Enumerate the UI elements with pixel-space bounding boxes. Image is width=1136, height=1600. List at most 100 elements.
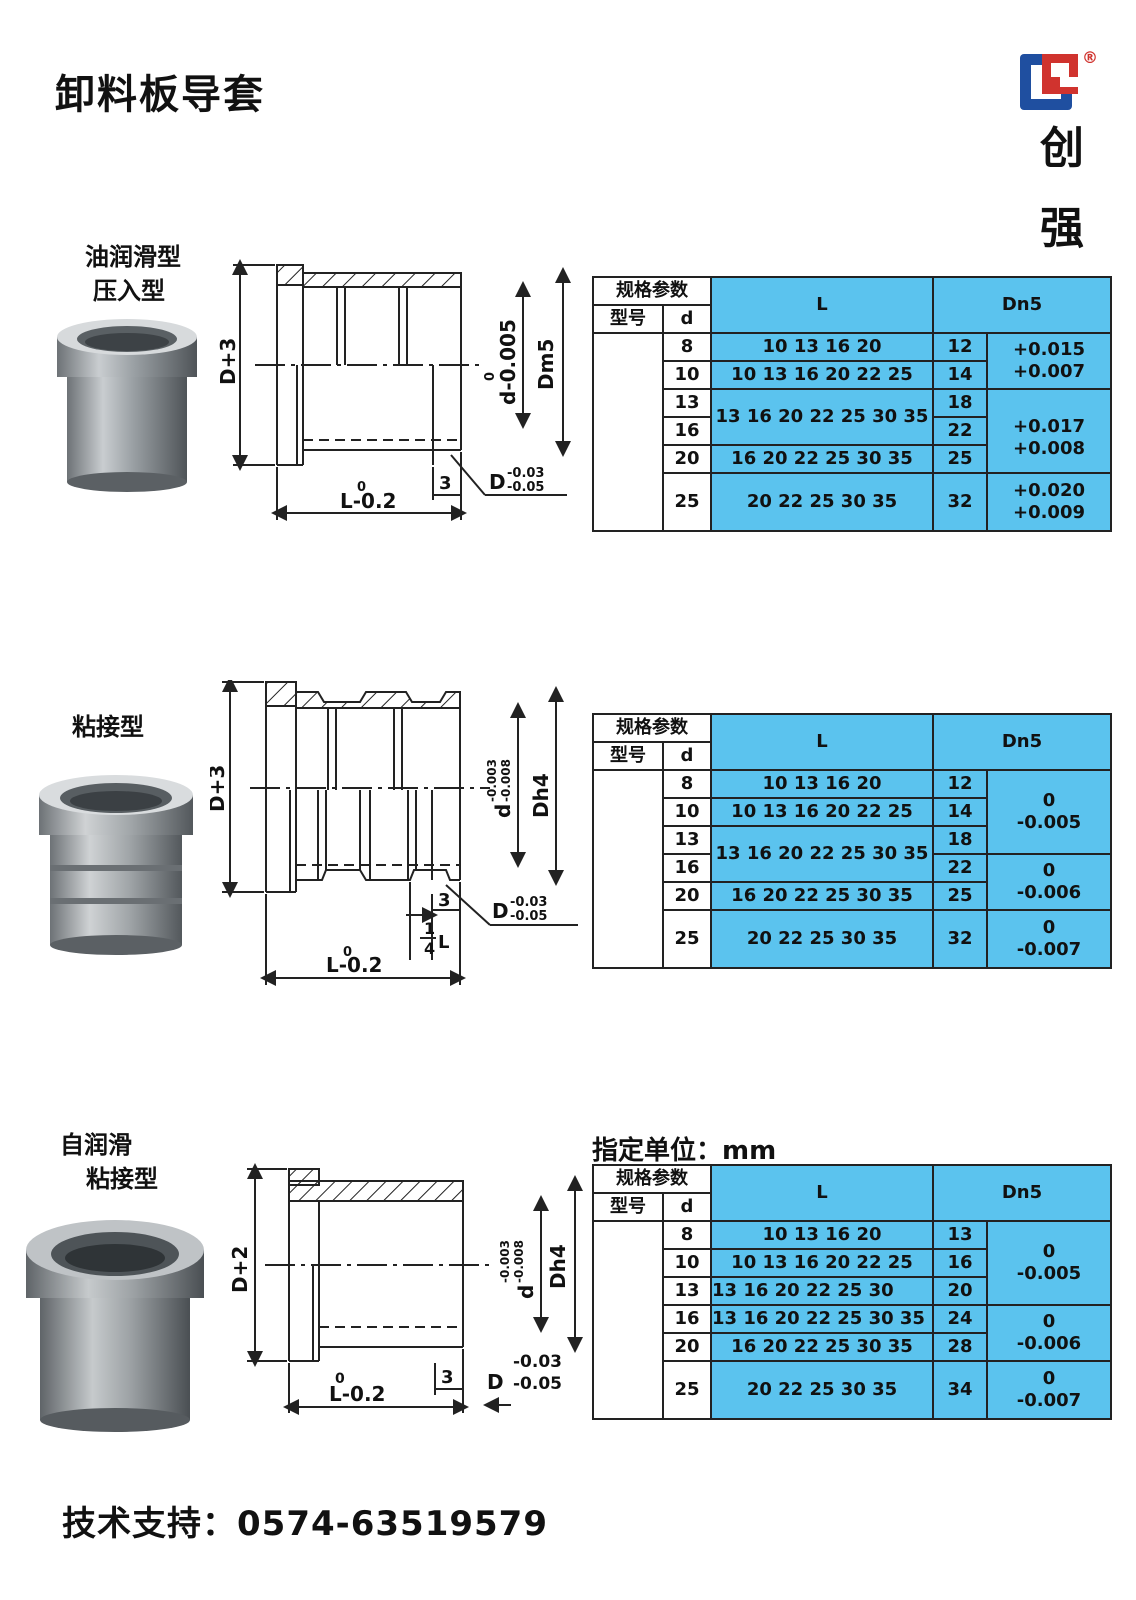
dim-length-2: L-0.2: [326, 953, 382, 977]
dim-quarter-L-2: L: [438, 932, 449, 953]
cell-d: 20: [662, 444, 712, 474]
cell-tol: +0.017+0.008: [986, 388, 1112, 474]
cell-d: 8: [662, 769, 712, 799]
dim-flange-tol-b-3: -0.05: [513, 1374, 562, 1394]
header-spec: 规格参数: [592, 1164, 712, 1194]
cell-L: 13 16 20 22 25 30 35: [710, 825, 934, 883]
header-model: 型号: [592, 1192, 664, 1222]
dim-outer-1: Dm5: [534, 339, 558, 390]
brand-char-1: 创: [1040, 123, 1084, 174]
cell-Dn: 25: [932, 444, 988, 474]
model-cell: [592, 1220, 664, 1420]
section-3-label: 自润滑 粘接型: [60, 1128, 158, 1196]
technical-drawing-3: D+2 d -0.003 -0.008 Dh4 L-0.2 0 3 D -0.0…: [228, 1163, 583, 1415]
cell-L: 16 20 22 25 30 35: [710, 881, 934, 911]
cell-Dn: 32: [932, 909, 988, 969]
dim-length-zero-2: 0: [343, 945, 352, 960]
cell-d: 13: [662, 825, 712, 855]
cell-tol: +0.015+0.007: [986, 332, 1112, 390]
header-model: 型号: [592, 741, 664, 771]
cell-d: 16: [662, 853, 712, 883]
cell-L: 16 20 22 25 30 35: [710, 444, 934, 474]
dim-inner-zero-1: 0: [483, 372, 498, 381]
cell-d: 25: [662, 472, 712, 532]
cell-Dn: 14: [932, 360, 988, 390]
cell-L: 10 13 16 20 22 25: [710, 360, 934, 390]
cell-d: 8: [662, 1220, 712, 1250]
header-L: L: [710, 276, 934, 334]
cell-L: 10 13 16 20: [710, 769, 934, 799]
cell-Dn: 14: [932, 797, 988, 827]
cell-L: 13 16 20 22 25 30: [710, 1276, 934, 1306]
section-3-label-line-1: 自润滑: [60, 1131, 132, 1159]
spec-table-1: 规格参数 L Dn5 型号 d 8 10 13 16 20 12 +0.015+…: [592, 276, 1112, 532]
dim-step-1: 3: [439, 473, 452, 494]
dim-length-zero-3: 0: [335, 1371, 345, 1387]
dim-flange-tol-a-1: -0.03: [507, 466, 544, 481]
cell-d: 10: [662, 797, 712, 827]
cell-L: 13 16 20 22 25 30 35: [710, 388, 934, 446]
cell-tol: +0.020+0.009: [986, 472, 1112, 532]
cell-d: 8: [662, 332, 712, 362]
header-d: d: [662, 304, 712, 334]
section-1-label-line-2: 压入型: [93, 277, 165, 305]
cell-Dn: 25: [932, 881, 988, 911]
section-1-label: 油润滑型 压入型: [85, 240, 181, 308]
dim-outer-3: Dh4: [546, 1244, 570, 1289]
dim-quarter-den-2: 4: [424, 939, 435, 958]
dim-quarter-num-2: 1: [424, 919, 435, 938]
cell-Dn: 34: [932, 1360, 988, 1420]
cell-d: 25: [662, 909, 712, 969]
cell-Dn: 13: [932, 1220, 988, 1250]
cell-L: 16 20 22 25 30 35: [710, 1332, 934, 1362]
dim-inner-3: d: [514, 1285, 538, 1299]
spec-table-2: 规格参数 L Dn5 型号 d 8 10 13 16 20 12 0-0.005…: [592, 713, 1112, 969]
header-spec: 规格参数: [592, 276, 712, 306]
dim-length-zero-1: 0: [357, 480, 366, 495]
cell-Dn: 18: [932, 825, 988, 855]
technical-drawing-2: D+3 d -0.003 -0.008 Dh4 L-0.2 0 3 1 4 L …: [210, 680, 578, 986]
dim-inner-2: d: [491, 804, 515, 818]
cell-d: 10: [662, 1248, 712, 1278]
cell-L: 20 22 25 30 35: [710, 1360, 934, 1420]
cell-L: 20 22 25 30 35: [710, 909, 934, 969]
dim-inner-tol-b-2: -0.008: [499, 759, 513, 802]
cell-tol: 0-0.005: [986, 1220, 1112, 1306]
header-d: d: [662, 1192, 712, 1222]
dim-outer-2: Dh4: [529, 773, 553, 818]
section-1-label-line-1: 油润滑型: [85, 243, 181, 271]
cell-Dn: 16: [932, 1248, 988, 1278]
dim-flange-2: D: [492, 899, 509, 923]
cell-L: 10 13 16 20: [710, 1220, 934, 1250]
dim-flange-1: D: [489, 470, 506, 494]
cell-tol: 0-0.006: [986, 1304, 1112, 1362]
header-Dn: Dn5: [932, 1164, 1112, 1222]
header-L: L: [710, 1164, 934, 1222]
dim-inner-tol-a-2: -0.003: [485, 759, 499, 802]
cell-Dn: 28: [932, 1332, 988, 1362]
section-3-label-line-2: 粘接型: [86, 1165, 158, 1193]
bushing-photo-2: [36, 770, 196, 964]
dim-flange-tol-b-1: -0.05: [507, 480, 544, 495]
dim-step-2: 3: [438, 890, 451, 911]
cell-d: 13: [662, 1276, 712, 1306]
dim-flange-tol-a-3: -0.03: [513, 1352, 562, 1372]
header-d: d: [662, 741, 712, 771]
brand-logo-icon: [1020, 50, 1100, 116]
cell-d: 20: [662, 1332, 712, 1362]
cell-Dn: 22: [932, 416, 988, 446]
cell-Dn: 22: [932, 853, 988, 883]
dim-inner-tol-b-3: -0.008: [512, 1240, 526, 1283]
header-Dn: Dn5: [932, 276, 1112, 334]
cell-L: 20 22 25 30 35: [710, 472, 934, 532]
dim-flange-3: D: [487, 1370, 504, 1394]
model-cell: [592, 332, 664, 532]
cell-d: 16: [662, 1304, 712, 1334]
cell-L: 13 16 20 22 25 30 35: [710, 1304, 934, 1334]
dim-length-3: L-0.2: [329, 1382, 385, 1406]
cell-d: 20: [662, 881, 712, 911]
dim-height-3: D+2: [228, 1246, 252, 1293]
header-spec: 规格参数: [592, 713, 712, 743]
cell-d: 13: [662, 388, 712, 418]
cell-L: 10 13 16 20 22 25: [710, 797, 934, 827]
